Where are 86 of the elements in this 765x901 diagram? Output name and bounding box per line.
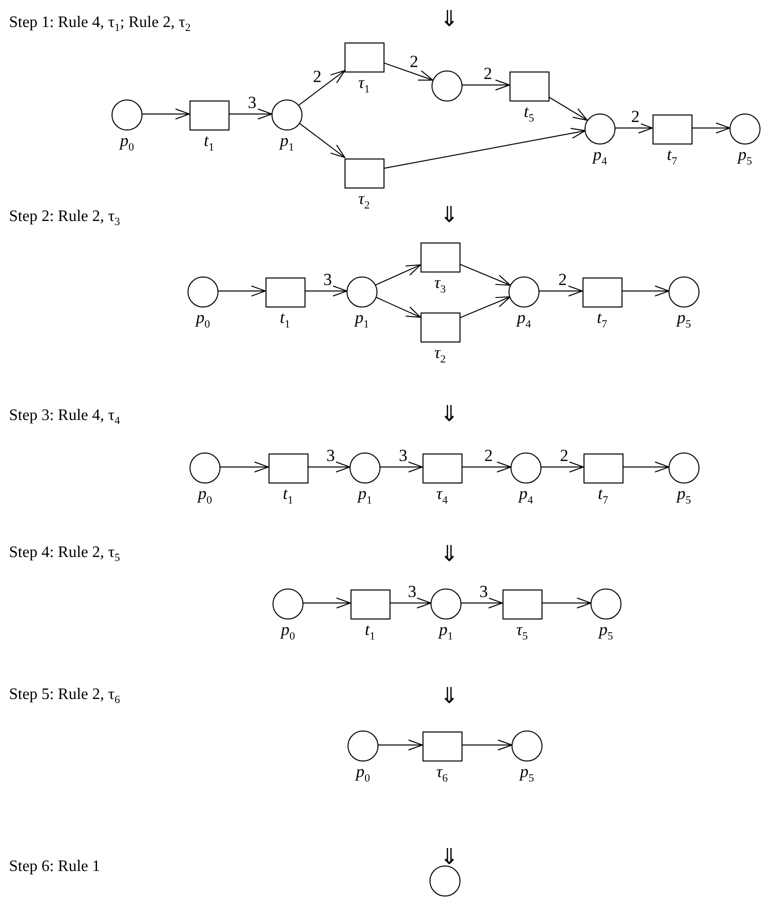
arrow [461, 740, 512, 750]
arrow [541, 598, 592, 608]
place-label: p$_{5}$ [677, 309, 691, 332]
edge-label: 2 [408, 54, 420, 70]
step-caption: Step 2: Rule 2, τ$_{3}$ [9, 208, 120, 230]
transition-label: t$_{7}$ [596, 308, 608, 332]
place-label: p$_{0}$ [120, 132, 134, 156]
arrow [298, 122, 346, 158]
place-label: p$_{0}$ [281, 621, 295, 644]
transition-label: t$_{7}$ [598, 484, 608, 508]
transition-label: τ$_{5}$ [516, 620, 528, 644]
transition-label: t$_{1}$ [280, 308, 290, 332]
place-label: p$_{0}$ [196, 309, 210, 332]
place-label: p$_{4}$ [593, 146, 607, 170]
arrow [142, 108, 190, 120]
arrow [389, 598, 432, 608]
transition-label: τ$_{2}$ [358, 190, 370, 213]
transition-label: t$_{1}$ [364, 620, 376, 644]
arrow [538, 286, 583, 296]
edge-label: 2 [630, 109, 641, 125]
arrow [228, 108, 272, 120]
transition-arrow-symbol: ⇓ [440, 204, 458, 226]
arrow [302, 598, 351, 608]
arrow [621, 286, 670, 296]
place-label: p$_{4}$ [517, 309, 531, 332]
place-label: p$_{1}$ [280, 132, 294, 156]
place-label: p$_{5}$ [738, 146, 752, 170]
edge-label: 2 [557, 272, 568, 288]
transition-label: t$_{1}$ [204, 132, 214, 155]
edge-label: 3 [478, 584, 489, 600]
arrow [307, 462, 350, 472]
edge-label: 3 [406, 584, 418, 600]
arrow [220, 462, 269, 472]
place-label: p$_{5}$ [520, 763, 534, 786]
transition-arrow-symbol: ⇓ [440, 846, 458, 868]
arrow [548, 96, 588, 121]
arrow [375, 264, 421, 286]
step-caption: Step 3: Rule 4, τ$_{4}$ [9, 407, 120, 430]
place-label: p$_{5}$ [677, 485, 691, 508]
arrow [461, 462, 512, 472]
arrow [462, 80, 510, 90]
step-caption: Step 4: Rule 2, τ$_{5}$ [9, 544, 120, 566]
transition-arrow-symbol: ⇓ [440, 543, 458, 565]
transition-label: τ$_{2}$ [434, 344, 446, 367]
edge-label: 3 [246, 95, 258, 111]
arrow [304, 286, 348, 296]
edge-label: 2 [482, 66, 494, 82]
place-label: p$_{1}$ [355, 309, 369, 332]
step-caption: Step 5: Rule 2, τ$_{6}$ [9, 686, 120, 708]
edge-label: 2 [558, 448, 570, 464]
place-label: p$_{0}$ [198, 485, 212, 508]
transition-label: t$_{1}$ [282, 484, 294, 508]
arrow [460, 598, 503, 608]
arrow [383, 62, 434, 81]
transition-arrow-symbol: ⇓ [440, 685, 458, 707]
edge-label: 2 [483, 448, 494, 464]
arrow [298, 70, 346, 106]
arrow [622, 462, 670, 472]
arrow [375, 296, 421, 318]
place-label: p$_{0}$ [356, 763, 370, 786]
transition-label: t$_{7}$ [666, 146, 678, 169]
place-label: p$_{5}$ [599, 621, 613, 644]
edge-label: 3 [325, 448, 336, 464]
arrow [380, 462, 423, 472]
place-label: p$_{4}$ [519, 485, 533, 508]
transition-label: τ$_{1}$ [358, 74, 370, 97]
place-label: p$_{1}$ [358, 485, 372, 508]
transition-label: τ$_{6}$ [436, 762, 448, 786]
arrow [691, 122, 730, 134]
arrow [218, 286, 266, 296]
arrow [378, 740, 423, 750]
arrow [540, 462, 584, 472]
arrow [459, 296, 511, 318]
edge-label: 3 [398, 448, 408, 464]
place-label: p$_{1}$ [439, 621, 453, 644]
transition-label: t$_{5}$ [524, 102, 534, 126]
edge-label: 3 [322, 272, 333, 288]
arrow [383, 128, 586, 169]
transition-arrow-symbol: ⇓ [440, 8, 458, 30]
arrow [614, 122, 653, 134]
step-caption: Step 1: Rule 4, τ$_{1}$; Rule 2, τ$_{2}$ [9, 14, 191, 36]
arrow [459, 264, 511, 286]
transition-label: τ$_{3}$ [434, 274, 446, 297]
step-caption: Step 6: Rule 1 [9, 858, 100, 876]
transition-label: τ$_{4}$ [436, 484, 448, 508]
transition-arrow-symbol: ⇓ [440, 403, 458, 425]
